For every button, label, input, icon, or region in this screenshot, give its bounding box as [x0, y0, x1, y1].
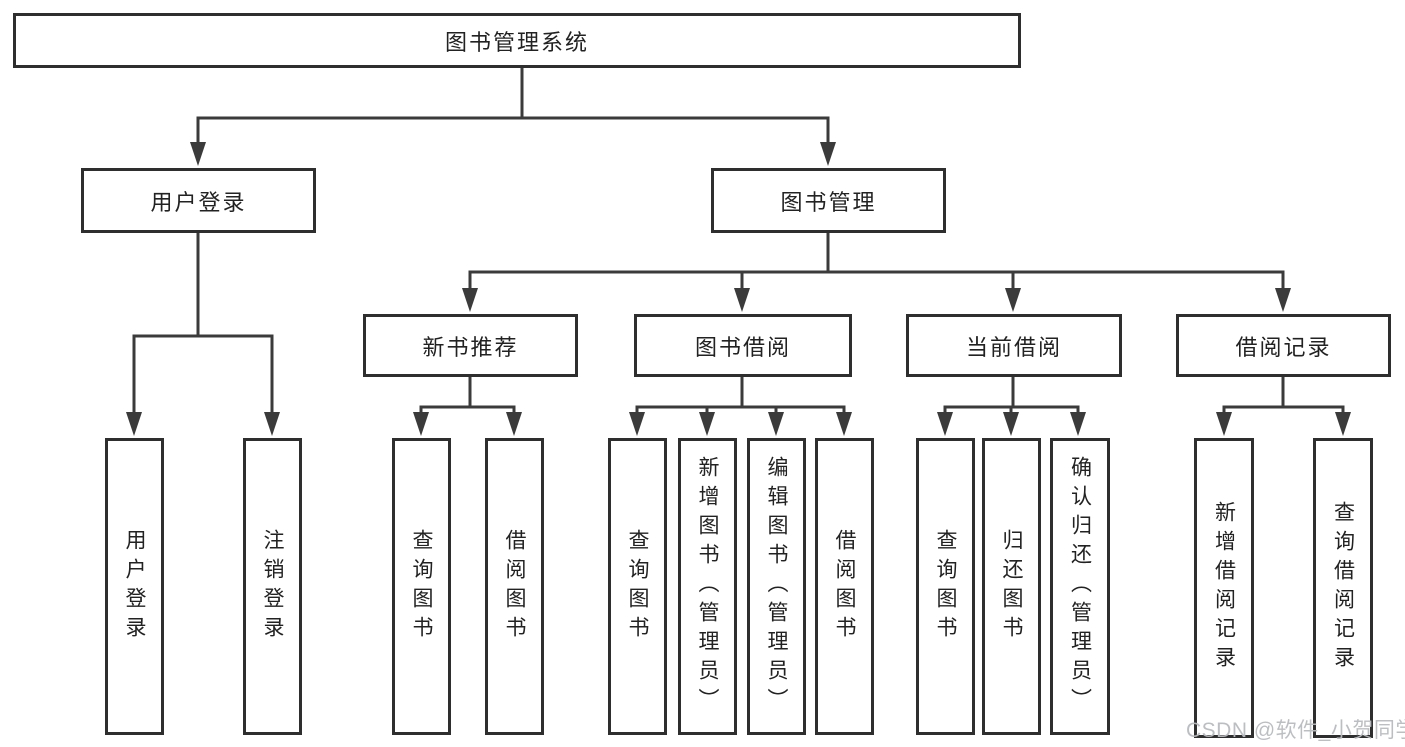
leaf-borrow-books-newbooks: 借阅图书	[485, 438, 544, 735]
leaf-borrow-books-borrow: 借阅图书	[815, 438, 874, 735]
csdn-watermark: CSDN @软件_小贺同学	[1186, 719, 1405, 742]
node-label: 图书借阅	[694, 334, 791, 360]
leaf-query-borrow-record: 查询借阅记录	[1313, 438, 1373, 738]
arrow-to-bookmgmt	[820, 142, 836, 166]
leaf-label: 归还图书	[1000, 528, 1023, 645]
leaf-label: 借阅图书	[503, 528, 526, 645]
node-label: 当前借阅	[965, 334, 1062, 360]
node-current-borrow: 当前借阅	[906, 314, 1122, 377]
node-book-mgmt-branch: 图书管理	[711, 168, 946, 233]
leaf-return-books: 归还图书	[982, 438, 1041, 735]
leaf-edit-books-admin: 编辑图书（管理员）	[747, 438, 806, 735]
leaf-logout: 注销登录	[243, 438, 302, 735]
leaf-label: 新增图书（管理员）	[696, 456, 719, 717]
leaf-label: 查询图书	[626, 528, 649, 645]
node-label: 图书管理	[780, 189, 877, 215]
leaf-confirm-return-admin: 确认归还（管理员）	[1050, 438, 1110, 735]
node-label: 借阅记录	[1235, 334, 1332, 360]
node-user-login-branch: 用户登录	[81, 168, 316, 233]
leaf-label: 新增借阅记录	[1212, 501, 1236, 675]
arrow-to-userlogin	[190, 142, 206, 166]
leaf-label: 查询图书	[410, 528, 433, 645]
leaf-user-login: 用户登录	[105, 438, 164, 735]
leaf-query-books-newbooks: 查询图书	[392, 438, 451, 735]
leaf-query-books-current: 查询图书	[916, 438, 975, 735]
leaf-label: 注销登录	[261, 528, 284, 645]
leaf-label: 借阅图书	[833, 528, 856, 645]
leaf-label: 编辑图书（管理员）	[765, 456, 788, 717]
node-label: 用户登录	[150, 189, 247, 215]
node-book-borrow: 图书借阅	[634, 314, 852, 377]
leaf-query-books-borrow: 查询图书	[608, 438, 667, 735]
node-root: 图书管理系统	[13, 13, 1021, 68]
node-root-label: 图书管理系统	[444, 29, 589, 55]
leaf-label: 确认归还（管理员）	[1068, 456, 1092, 717]
leaf-label: 查询借阅记录	[1331, 501, 1355, 675]
node-label: 新书推荐	[422, 334, 519, 360]
node-new-books: 新书推荐	[363, 314, 578, 377]
node-borrow-records: 借阅记录	[1176, 314, 1391, 377]
leaf-add-books-admin: 新增图书（管理员）	[678, 438, 737, 735]
leaf-label: 用户登录	[123, 528, 146, 645]
leaf-add-borrow-record: 新增借阅记录	[1194, 438, 1254, 738]
leaf-label: 查询图书	[934, 528, 957, 645]
